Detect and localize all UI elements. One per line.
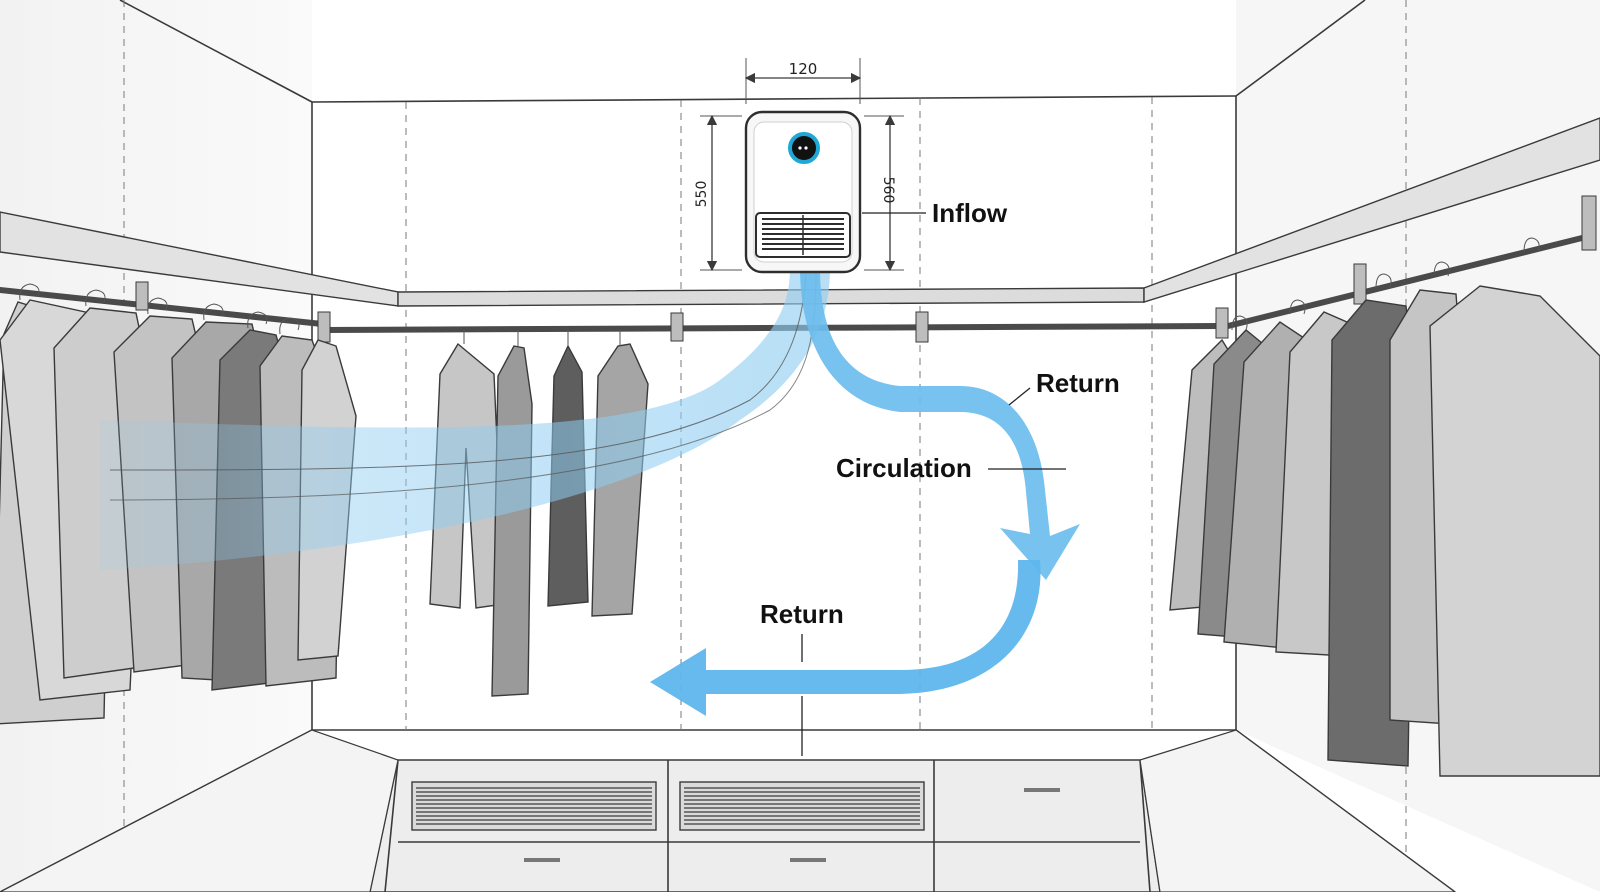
right-shelf — [1143, 117, 1600, 303]
dimension-height-left: 550 — [694, 181, 710, 208]
circulation-label: Circulation — [836, 453, 972, 483]
shirt — [1429, 285, 1600, 777]
dimension-width: 120 — [789, 60, 818, 78]
rod-bracket — [135, 281, 149, 311]
return-vent — [411, 781, 657, 831]
right-garments — [1169, 237, 1600, 777]
leader-lines — [801, 212, 1066, 756]
inflow-stream-left — [100, 268, 830, 570]
back-shelf — [397, 287, 1145, 307]
rod-bracket — [670, 312, 684, 342]
dehumidifier-unit — [744, 110, 862, 274]
drawer-handle — [524, 858, 560, 862]
rod-bracket — [1581, 195, 1597, 251]
return-vent — [679, 781, 925, 831]
return-arrow-lower — [650, 560, 1041, 716]
dimension-height-right: 560 — [880, 177, 896, 204]
back-wall — [312, 96, 1236, 730]
return-label-lower: Return — [760, 599, 844, 629]
dimension-lines — [700, 58, 904, 272]
inflow-label: Inflow — [932, 198, 1008, 228]
shelves — [0, 117, 1600, 307]
drawer-handle — [1024, 788, 1060, 792]
airflow — [100, 268, 1080, 716]
hanging-rods — [0, 195, 1597, 343]
return-label-upper: Return — [1036, 368, 1120, 398]
shirt — [491, 345, 533, 697]
drawer-handle — [790, 858, 826, 862]
rod-bracket — [1215, 307, 1229, 339]
rod-bracket — [915, 311, 929, 343]
display-ring-icon — [788, 132, 820, 164]
floor-cabinets — [0, 729, 1457, 892]
rod-bracket — [1353, 263, 1367, 305]
rod-bracket — [317, 311, 331, 343]
return-arrow-curve — [800, 268, 1080, 580]
